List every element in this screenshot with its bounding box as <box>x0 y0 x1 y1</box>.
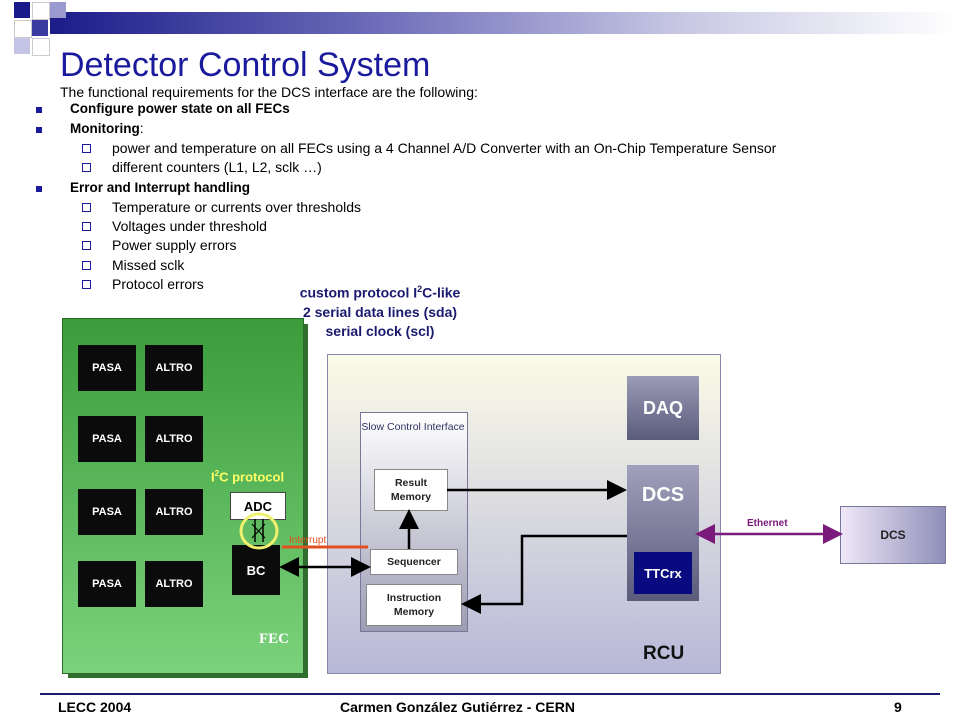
square-decoration <box>50 2 66 18</box>
altro-chip: ALTRO <box>145 345 203 391</box>
bullet-errors: Error and Interrupt handling <box>70 180 251 195</box>
square-decoration <box>14 2 30 18</box>
fec-board: PASA ALTRO PASA ALTRO PASA ALTRO PASA AL… <box>62 318 304 674</box>
sub-bullet-box-icon <box>82 241 91 250</box>
sub-bullet-item: different counters (L1, L2, sclk …) <box>112 159 322 175</box>
pasa-chip: PASA <box>78 416 136 462</box>
bullet-square-icon <box>36 107 42 113</box>
protocol-sup: 2 <box>417 284 423 294</box>
sub-bullet-item: Missed sclk <box>112 257 185 273</box>
sub-bullet-box-icon <box>82 222 91 231</box>
monitoring-label: Monitoring <box>70 121 140 136</box>
footer-divider <box>40 693 940 695</box>
protocol-line-2: 2 serial data lines (sda) <box>302 303 458 320</box>
sub-bullet-box-icon <box>82 163 91 172</box>
page-number: 9 <box>894 699 902 715</box>
sub-bullet-box-icon <box>82 203 91 212</box>
pasa-chip: PASA <box>78 561 136 607</box>
pasa-chip: PASA <box>78 489 136 535</box>
bc-chip: BC <box>232 545 280 595</box>
dcs-instruction-arrow <box>461 534 627 614</box>
sub-bullet-box-icon <box>82 280 91 289</box>
rcu-dcs-label: DCS <box>641 484 685 506</box>
sub-bullet-item: Protocol errors <box>112 276 204 292</box>
instruction-memory-box: Instruction Memory <box>366 584 462 626</box>
ethernet-label: Ethernet <box>747 518 788 529</box>
square-decoration <box>14 38 30 54</box>
altro-chip: ALTRO <box>145 561 203 607</box>
bullet-square-icon <box>36 186 42 192</box>
pasa-chip: PASA <box>78 345 136 391</box>
bullet-monitoring: Monitoring: <box>70 121 144 136</box>
page-title: Detector Control System <box>60 46 431 84</box>
sub-bullet-item: Temperature or currents over thresholds <box>112 199 361 215</box>
i2c-highlight-circle <box>239 512 279 550</box>
rcu-label: RCU <box>643 643 685 664</box>
altro-chip: ALTRO <box>145 416 203 462</box>
ttcrx-chip: TTCrx <box>634 552 692 594</box>
footer-left: LECC 2004 <box>58 699 132 715</box>
sequencer-box: Sequencer <box>370 549 458 575</box>
square-decoration <box>32 38 50 56</box>
protocol-line-1: custom protocol I2C-like <box>270 280 490 303</box>
altro-chip: ALTRO <box>145 489 203 535</box>
bullet-configure: Configure power state on all FECs <box>70 101 290 116</box>
monitoring-colon: : <box>139 121 144 136</box>
adc-bc-link <box>251 523 266 539</box>
i2c-prefix: I <box>211 469 215 485</box>
sub-bullet-item: power and temperature on all FECs using … <box>112 140 777 156</box>
external-dcs-box: DCS <box>840 506 946 564</box>
daq-box: DAQ <box>627 376 699 440</box>
sub-bullet-item: Voltages under threshold <box>112 218 267 234</box>
footer-center: Carmen González Gutiérrez - CERN <box>340 699 575 715</box>
adc-chip: ADC <box>230 492 286 520</box>
i2c-suffix: C protocol <box>219 469 285 485</box>
header-gradient-bar <box>50 12 955 34</box>
square-decoration <box>14 20 32 38</box>
i2c-sup: 2 <box>214 469 220 478</box>
sub-bullet-box-icon <box>82 261 91 270</box>
sub-bullet-box-icon <box>82 144 91 153</box>
protocol-prefix: custom protocol I <box>299 284 418 301</box>
protocol-line-3: serial clock (scl) <box>325 322 435 339</box>
fec-label: FEC <box>259 631 289 647</box>
intro-text: The functional requirements for the DCS … <box>60 84 478 100</box>
square-decoration <box>32 20 48 36</box>
protocol-suffix: C-like <box>422 284 461 301</box>
interrupt-label: Interrupt <box>289 535 327 546</box>
slow-control-title: Slow Control Interface <box>361 421 465 433</box>
sub-bullet-item: Power supply errors <box>112 237 237 253</box>
bullet-square-icon <box>36 127 42 133</box>
i2c-protocol-label: I2C protocol <box>211 469 284 484</box>
square-decoration <box>32 2 50 20</box>
protocol-caption: custom protocol I2C-like 2 serial data l… <box>270 280 490 341</box>
